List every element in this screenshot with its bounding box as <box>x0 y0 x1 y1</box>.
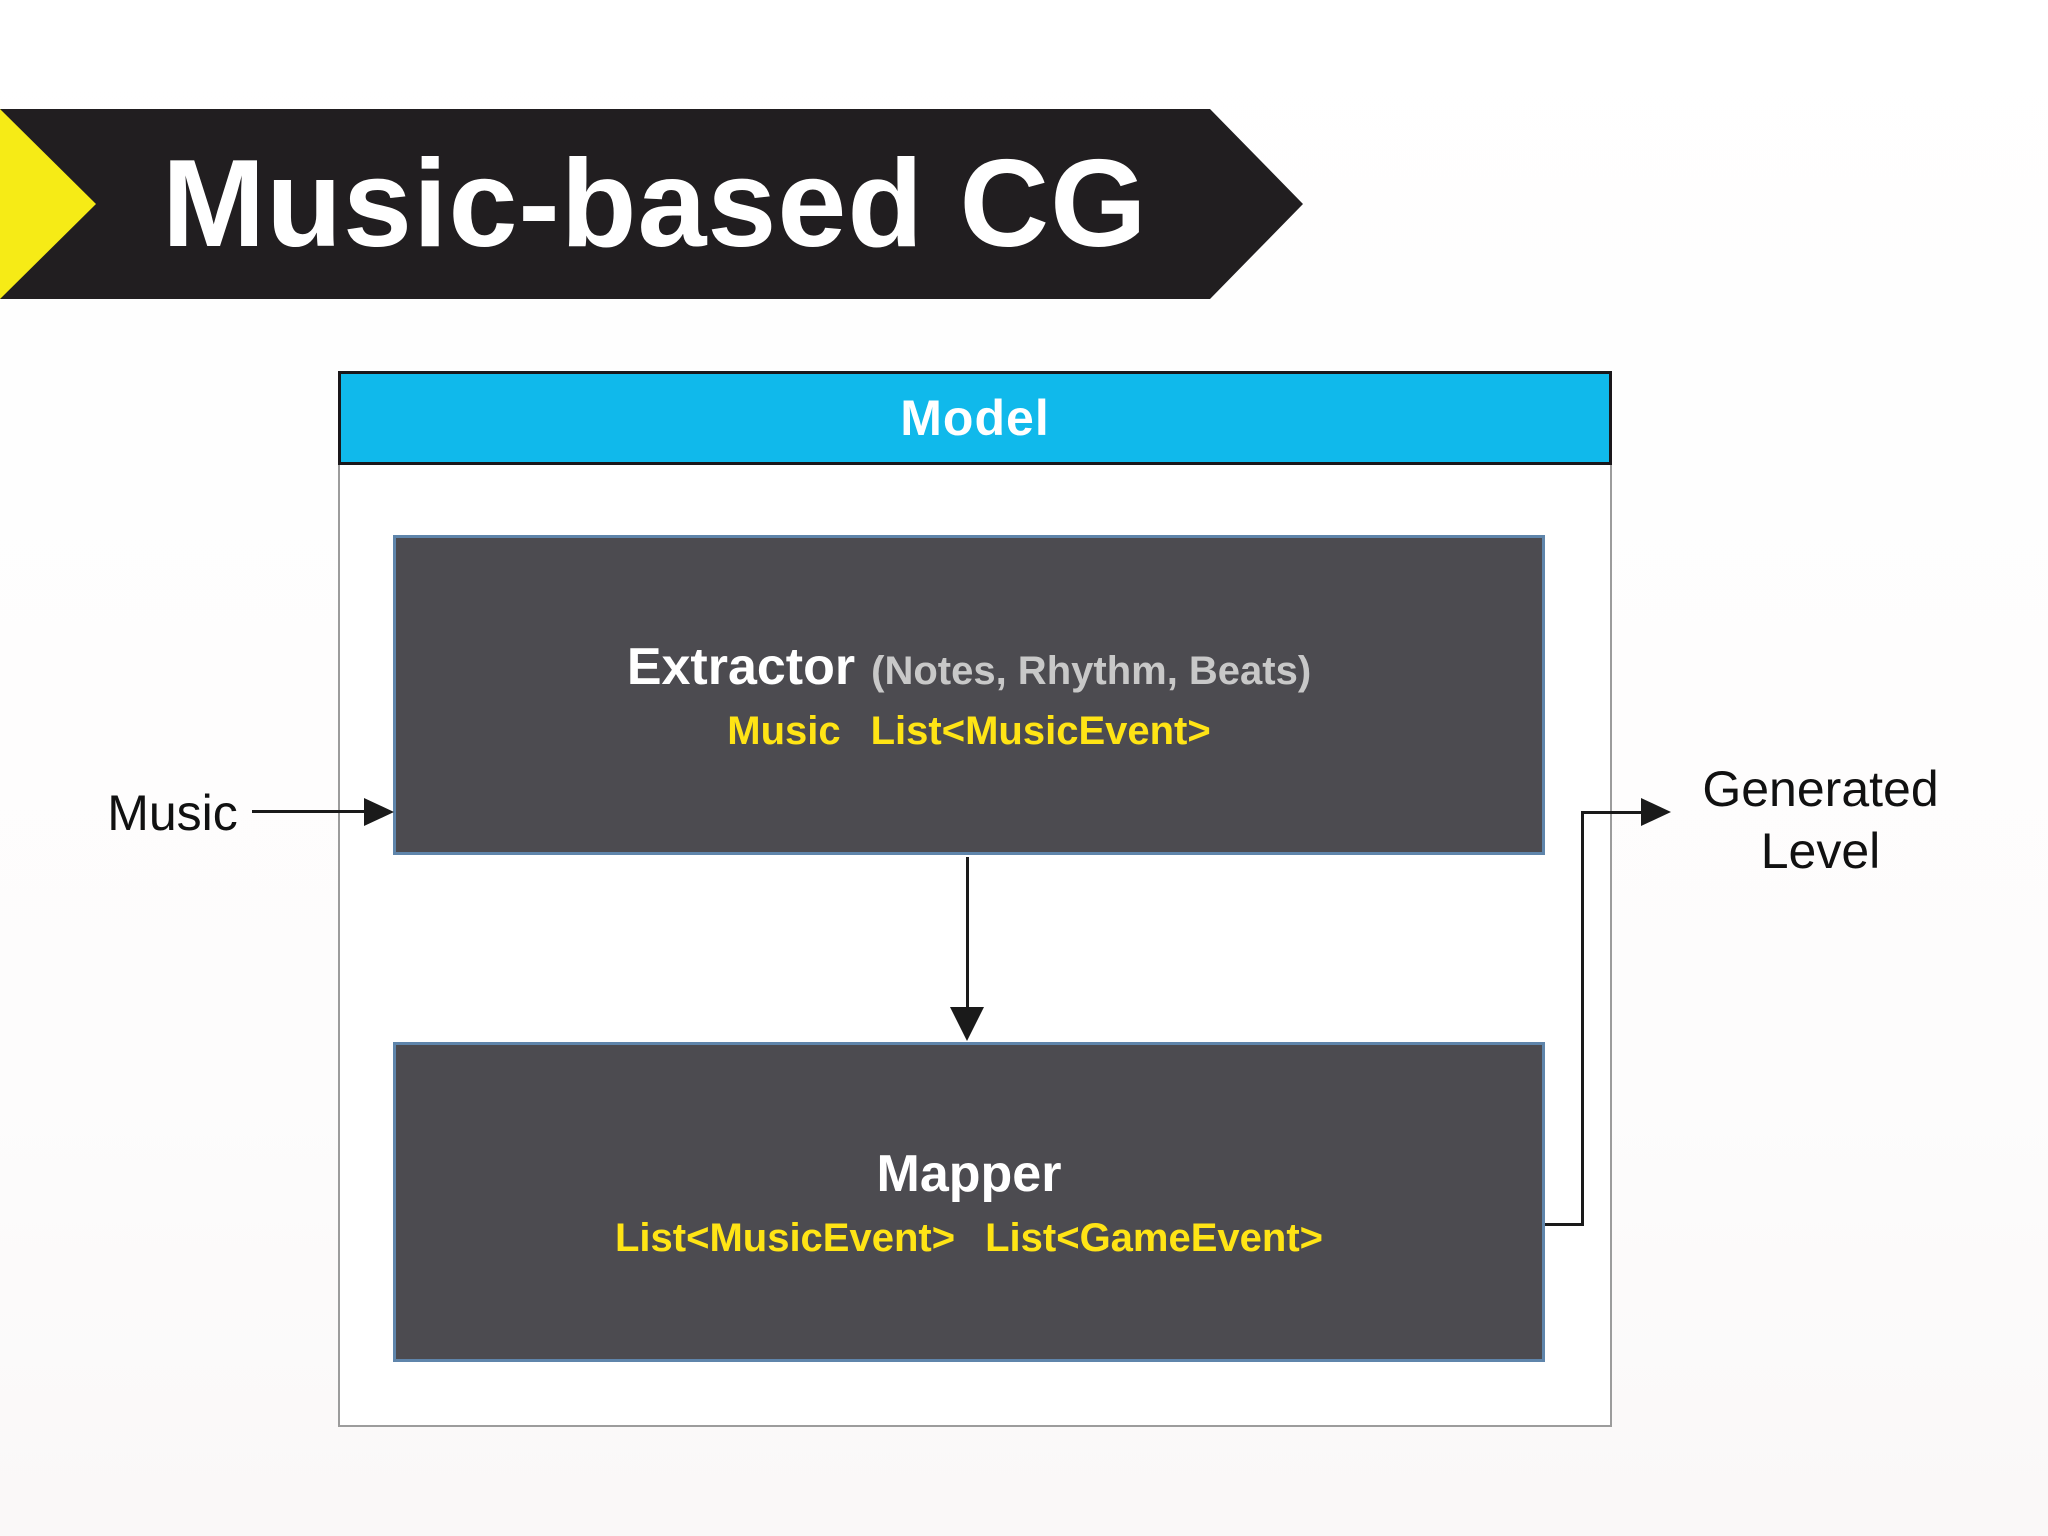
input-label: Music <box>107 785 238 841</box>
extractor-signature: Music List<MusicEvent> <box>727 709 1210 754</box>
extractor-detail: (Notes, Rhythm, Beats) <box>871 648 1312 693</box>
model-header: Model <box>338 371 1612 465</box>
mapper-signature: List<MusicEvent> List<GameEvent> <box>615 1216 1323 1261</box>
output-label: Generated Level <box>1702 761 1939 879</box>
output-arrow-segment-vertical <box>1581 811 1584 1226</box>
input-arrow-line <box>252 810 367 813</box>
model-header-label: Model <box>900 390 1050 446</box>
input-arrowhead-icon <box>364 798 394 826</box>
output-arrowhead-icon <box>1641 798 1671 826</box>
slide-title: Music-based CG <box>162 135 1148 273</box>
mapper-box: Mapper List<MusicEvent> List<GameEvent> <box>393 1042 1545 1362</box>
extractor-box: Extractor (Notes, Rhythm, Beats) Music L… <box>393 535 1545 855</box>
mapper-title-row: Mapper <box>877 1144 1062 1204</box>
extractor-to-mapper-arrowhead-icon <box>950 1007 984 1041</box>
extractor-title-row: Extractor (Notes, Rhythm, Beats) <box>627 637 1311 697</box>
extractor-signature-output: List<MusicEvent> <box>870 708 1211 753</box>
mapper-signature-output: List<GameEvent> <box>985 1215 1324 1260</box>
extractor-to-mapper-arrow-line <box>966 857 969 1010</box>
extractor-name: Extractor <box>626 637 856 696</box>
mapper-name: Mapper <box>876 1144 1062 1203</box>
mapper-signature-input: List<MusicEvent> <box>614 1215 956 1260</box>
title-banner <box>0 109 1303 299</box>
extractor-signature-input: Music <box>727 708 841 753</box>
output-arrow-segment-top <box>1581 811 1643 814</box>
output-arrow-segment-bottom <box>1545 1223 1583 1226</box>
